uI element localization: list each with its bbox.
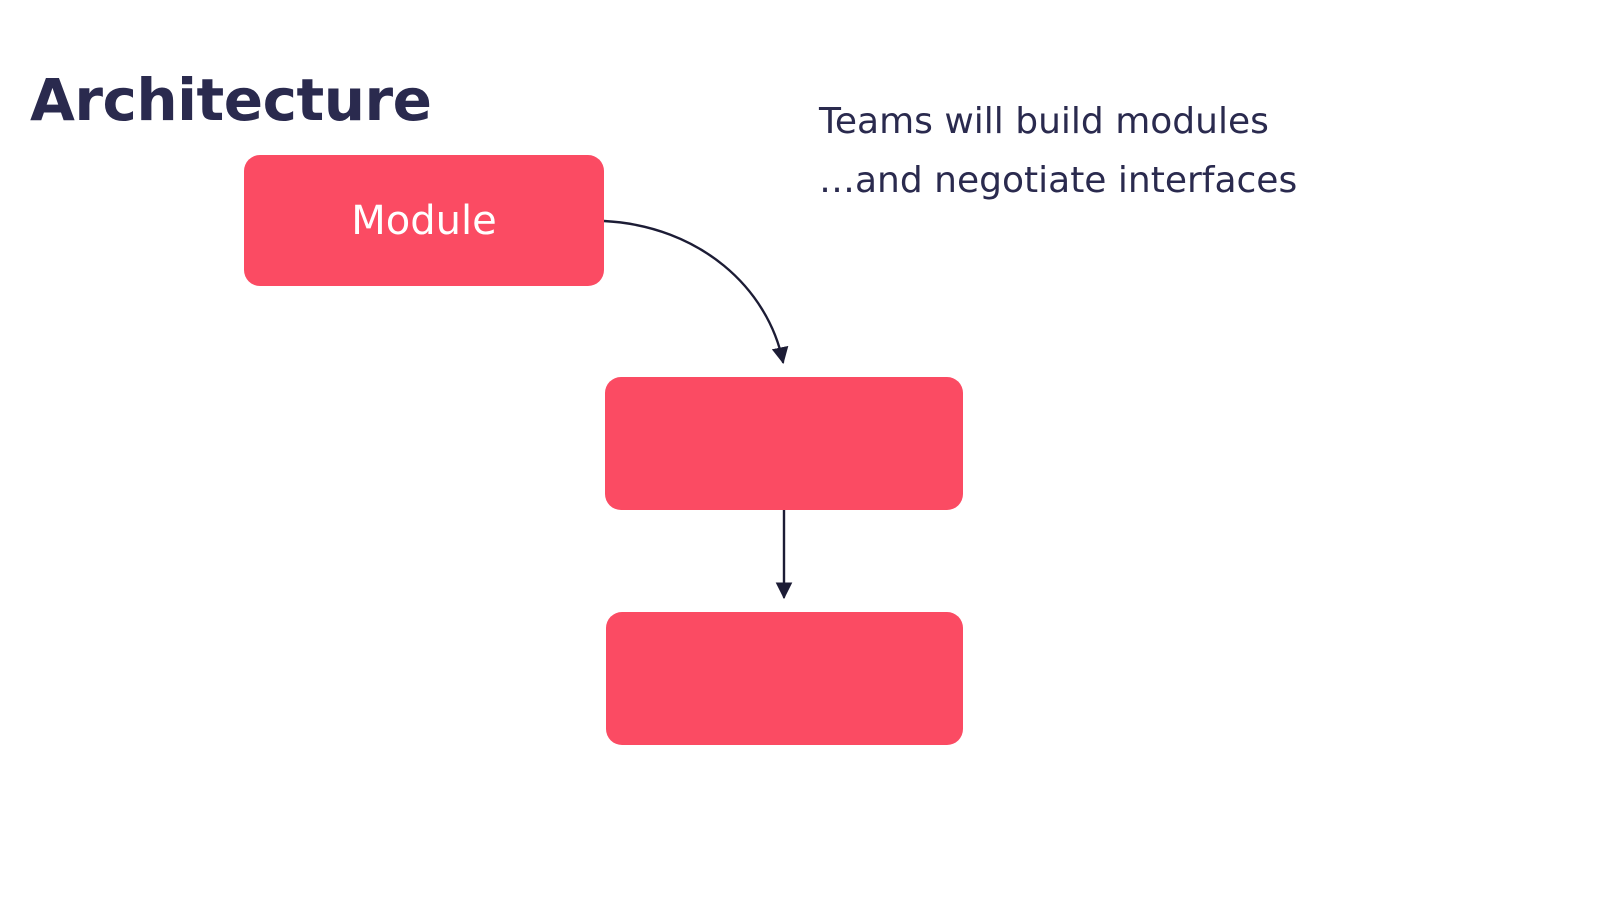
connector-module-to-second — [602, 219, 789, 365]
caption-line-1: Teams will build modules — [819, 101, 1269, 142]
third-node[interactable] — [606, 612, 963, 745]
page-title: Architecture — [30, 66, 432, 134]
second-node[interactable] — [605, 377, 963, 510]
caption-line-2: …and negotiate interfaces — [819, 160, 1298, 201]
caption-block: Teams will build modules …and negotiate … — [819, 92, 1439, 210]
module-node-label: Module — [351, 197, 497, 244]
module-node[interactable]: Module — [244, 155, 604, 286]
